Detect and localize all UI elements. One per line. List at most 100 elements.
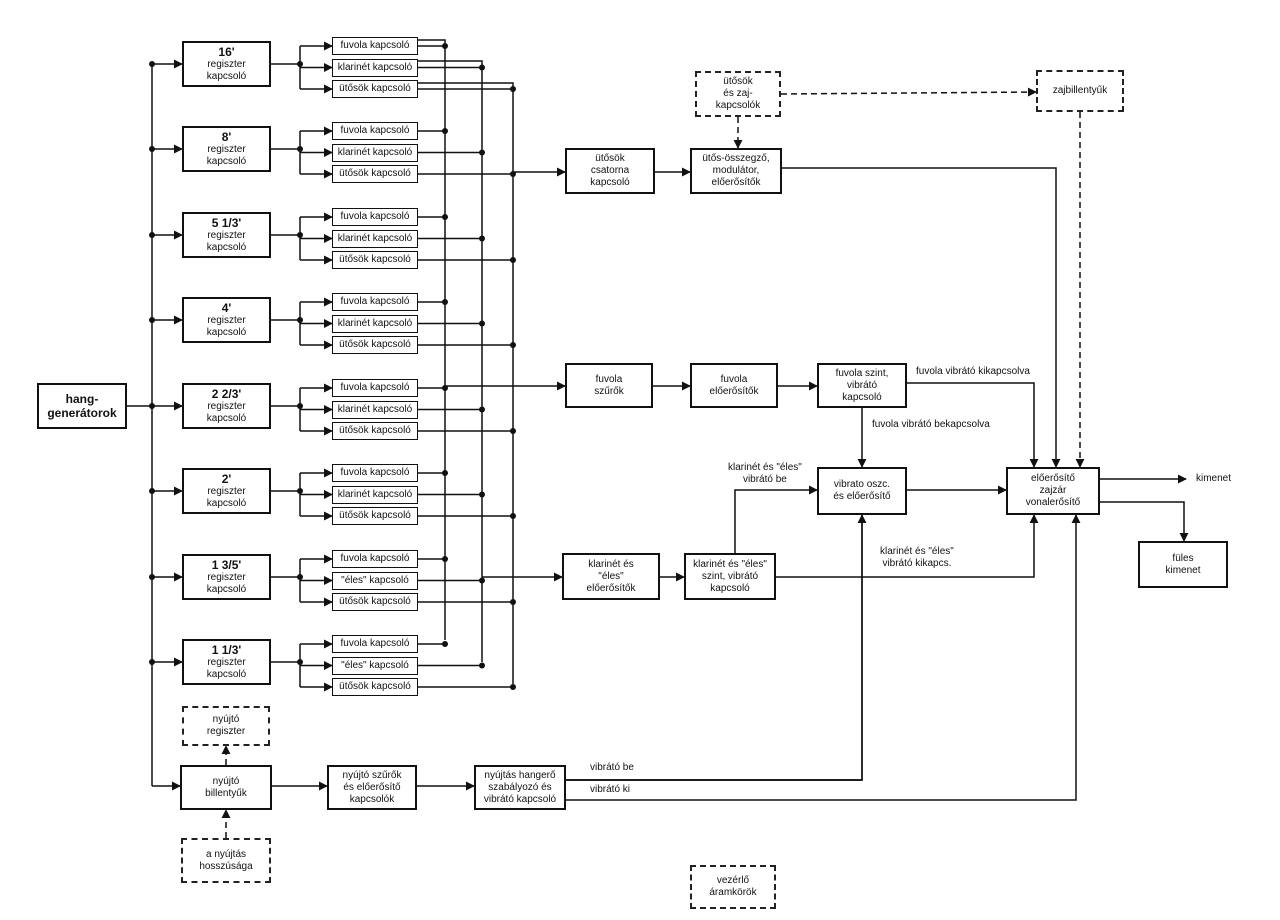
headphone-output-block: füles kimenet: [1138, 541, 1228, 588]
voice-switch-1-2: klarinét kapcsoló: [332, 58, 418, 77]
junction-dot: [149, 488, 155, 494]
register-label-line1: regiszter: [207, 229, 246, 241]
register-footage: 4': [221, 300, 232, 315]
junction-dot: [442, 128, 448, 134]
register-label-line1: regiszter: [207, 656, 246, 668]
voice-switch-4-1: fuvola kapcsoló: [332, 293, 418, 311]
voice-switch-3-3: ütősök kapcsoló: [332, 251, 418, 269]
junction-dot: [479, 662, 485, 669]
connection-wire-88: [907, 382, 1039, 468]
control-circuits-block: vezérlő áramkörök: [690, 865, 776, 909]
junction-dot: [479, 149, 485, 156]
junction-dot: [149, 317, 155, 323]
junction-dot: [510, 599, 516, 605]
register-label-line2: kapcsoló: [206, 241, 247, 253]
flute-filters-block: fuvola szűrők: [565, 363, 653, 408]
percussion-noise-switches: ütősök és zaj- kapcsolók: [695, 71, 781, 117]
junction-dot: [479, 491, 485, 498]
junction-dot: [297, 574, 303, 580]
voice-switch-4-2: klarinét kapcsoló: [332, 314, 418, 333]
register-label-line1: regiszter: [207, 571, 246, 583]
junction-dot: [297, 317, 303, 323]
voice-switch-7-2: "éles" kapcsoló: [332, 571, 418, 590]
tone-generators-block: hang- generátorok: [37, 383, 127, 429]
junction-dot: [510, 428, 516, 434]
sustain-keys-block: nyújtó billentyűk: [180, 765, 272, 810]
register-label-line2: kapcsoló: [206, 583, 247, 595]
voice-switch-5-3: ütősök kapcsoló: [332, 422, 418, 440]
junction-dot: [149, 146, 155, 152]
register-label-line1: regiszter: [207, 143, 246, 155]
junction-dot: [479, 235, 485, 242]
voice-switch-7-3: ütősök kapcsoló: [332, 593, 418, 611]
connection-wire-76: [418, 39, 446, 640]
voice-switch-8-3: ütősök kapcsoló: [332, 678, 418, 696]
voice-switch-3-2: klarinét kapcsoló: [332, 229, 418, 248]
voice-switch-6-2: klarinét kapcsoló: [332, 485, 418, 504]
sustain-filters-block: nyújtó szűrők és előerősítő kapcsolók: [327, 765, 417, 810]
junction-dot: [510, 257, 516, 263]
connection-wire-82: [780, 87, 1037, 97]
voice-switch-2-2: klarinét kapcsoló: [332, 143, 418, 162]
register-label-line2: kapcsoló: [206, 668, 247, 680]
voice-switch-8-1: fuvola kapcsoló: [332, 635, 418, 653]
sustain-register-block: nyújtó regiszter: [182, 706, 270, 746]
main-amplifier-block: előerősítő zajzár vonalerősítő: [1006, 467, 1100, 515]
voice-switch-4-3: ütősök kapcsoló: [332, 336, 418, 354]
voice-switch-6-3: ütősök kapcsoló: [332, 507, 418, 525]
register-footage: 2': [221, 471, 232, 486]
register-label-line2: kapcsoló: [206, 326, 247, 338]
junction-dot: [442, 470, 448, 476]
voice-switch-1-1: fuvola kapcsoló: [332, 37, 418, 55]
junction-dot: [149, 403, 155, 409]
voice-switch-8-2: "éles" kapcsoló: [332, 656, 418, 675]
junction-dot: [442, 214, 448, 220]
connection-wire-78: [418, 82, 514, 684]
register-footage: 5 1/3': [211, 215, 242, 230]
register-label-line1: regiszter: [207, 58, 246, 70]
junction-dot: [442, 43, 448, 49]
clarinet-sharp-level-switch: klarinét és "éles" szint, vibrátó kapcso…: [684, 553, 776, 600]
percussion-channel-switch: ütősök csatorna kapcsoló: [565, 148, 655, 194]
register-footage: 1 3/5': [211, 557, 242, 572]
voice-switch-5-1: fuvola kapcsoló: [332, 379, 418, 397]
flute-level-vibrato-switch: fuvola szint, vibrátó kapcsoló: [817, 363, 907, 408]
voice-switch-1-3: ütősök kapcsoló: [332, 80, 418, 98]
clarinet-vibrato-off-label: klarinét és "éles" vibrátó kikapcs.: [880, 546, 954, 569]
connection-wire-97: [1100, 501, 1189, 542]
junction-dot: [442, 641, 448, 647]
junction-dot: [297, 659, 303, 665]
sustain-length-block: a nyújtás hosszúsága: [181, 838, 271, 883]
junction-dot: [297, 61, 303, 67]
register-label-line2: kapcsoló: [206, 412, 247, 424]
voice-switch-6-1: fuvola kapcsoló: [332, 464, 418, 482]
junction-dot: [297, 403, 303, 409]
flute-preamps-block: fuvola előerősítők: [690, 363, 778, 408]
output-label: kimenet: [1196, 473, 1232, 484]
junction-dot: [510, 684, 516, 690]
connection-wire-83: [782, 167, 1061, 468]
register-footage: 16': [218, 44, 235, 59]
percussion-mixer-modulator: ütős-összegző, modulátor, előerősítők: [690, 148, 782, 194]
voice-switch-2-3: ütősök kapcsoló: [332, 165, 418, 183]
voice-switch-2-1: fuvola kapcsoló: [332, 122, 418, 140]
voice-switch-3-1: fuvola kapcsoló: [332, 208, 418, 226]
connection-wire-103: [566, 514, 1081, 801]
vibrato-oscillator-block: vibrato oszc. és előerősítő: [817, 467, 907, 515]
register-footage: 2 2/3': [211, 386, 242, 401]
voice-switch-5-2: klarinét kapcsoló: [332, 400, 418, 419]
vibrato-on-label: vibrátó be: [590, 762, 634, 773]
junction-dot: [479, 320, 485, 327]
register-footage: 1 1/3': [211, 642, 242, 657]
junction-dot: [510, 86, 516, 92]
junction-dot: [479, 577, 485, 584]
junction-dot: [297, 146, 303, 152]
junction-dot: [479, 406, 485, 413]
junction-dot: [297, 232, 303, 238]
